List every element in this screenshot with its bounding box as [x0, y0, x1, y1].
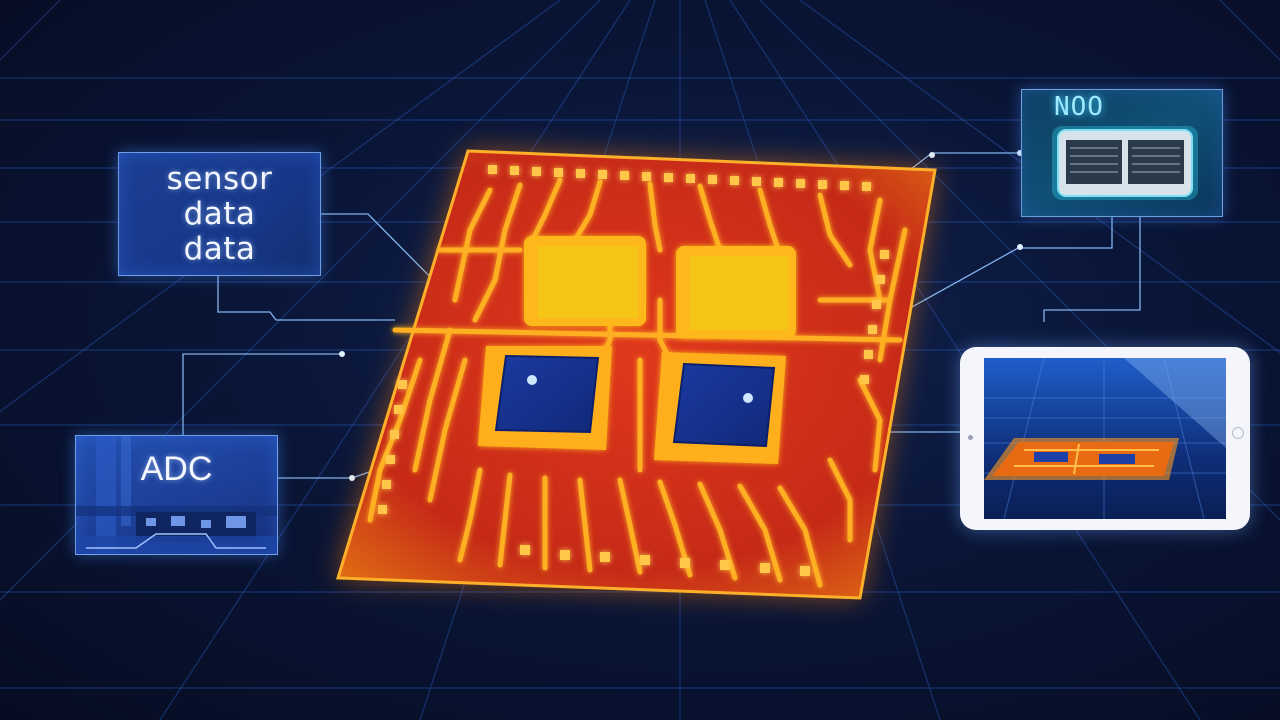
tablet-board-preview	[984, 358, 1226, 519]
display-badge: NOO	[1054, 92, 1104, 122]
sensor-panel-line-2: data	[183, 195, 256, 232]
processor-chips	[524, 236, 796, 338]
sensor-data-panel: sensor data data	[118, 152, 321, 276]
sensor-panel-line-3: data	[183, 230, 256, 267]
tablet-device	[960, 347, 1250, 530]
adc-panel: ADC	[75, 435, 278, 555]
tablet-screen	[984, 358, 1226, 519]
sensor-panel-line-1: sensor	[166, 160, 273, 197]
tablet-camera	[968, 435, 973, 440]
display-module-panel: NOO	[1021, 89, 1223, 217]
adc-circuit-graphic	[76, 436, 277, 554]
tablet-home-button	[1232, 427, 1244, 439]
sensor-dies	[478, 346, 786, 464]
display-module-graphic	[1022, 90, 1222, 216]
adc-label: ADC	[140, 450, 213, 488]
circuit-board	[335, 149, 937, 600]
